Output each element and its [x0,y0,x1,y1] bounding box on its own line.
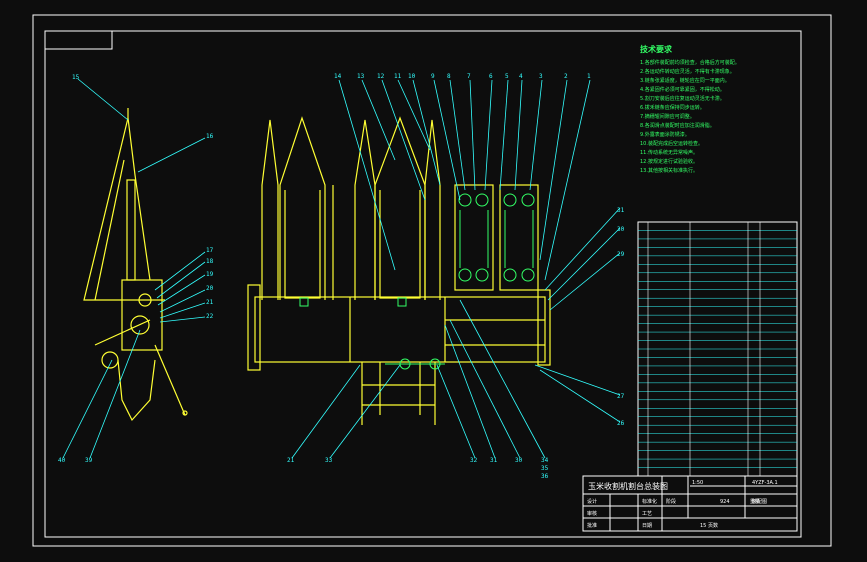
svg-text:33: 33 [325,457,333,464]
tech-req-1: 1.各部件装配前均须检查，合格后方可装配。 [640,59,740,66]
svg-text:4: 4 [519,73,523,80]
title-block [582,475,798,532]
tech-req-list: 1.各部件装配前均须检查，合格后方可装配。 2.各运动件转动应灵活，不得有卡滞现… [640,59,740,174]
drawing-number: 4YZF-3A.1 [752,480,778,486]
tech-req-11: 11.传动系统无异常噪声。 [640,149,698,156]
svg-text:2: 2 [564,73,568,80]
svg-text:21: 21 [287,457,295,464]
side-view [83,108,188,422]
material-label: 装配图 [752,498,767,505]
tech-req-13: 13.其他按相关标准执行。 [640,167,698,174]
tech-req-12: 12.按规定进行试验验收。 [640,158,698,165]
tech-req-7: 7.摘穗辊间隙应可调整。 [640,113,695,120]
svg-text:12: 12 [377,73,385,80]
svg-text:21: 21 [206,299,214,306]
svg-text:6: 6 [489,73,493,80]
gear-details [299,193,535,370]
svg-text:35: 35 [541,465,549,472]
svg-text:34: 34 [541,457,549,464]
svg-text:36: 36 [541,473,549,480]
tech-req-5: 5.割刀安装后应往复运动灵活无卡滞。 [640,95,725,102]
svg-text:26: 26 [617,420,625,427]
svg-text:31: 31 [490,457,498,464]
svg-text:40: 40 [58,457,66,464]
front-view [247,116,551,425]
svg-text:工艺: 工艺 [642,511,652,517]
svg-text:27: 27 [617,393,625,400]
svg-text:30: 30 [515,457,523,464]
svg-text:18: 18 [206,258,214,265]
svg-text:32: 32 [470,457,478,464]
svg-text:标准化: 标准化 [642,498,657,505]
svg-text:重量: 重量 [750,498,760,505]
svg-text:设计: 设计 [587,498,597,505]
svg-text:日期: 日期 [642,523,652,529]
tech-req-6: 6.拨禾链条应保持同步运转。 [640,104,705,111]
svg-text:审核: 审核 [587,510,597,517]
svg-text:19: 19 [206,271,214,278]
svg-text:924: 924 [720,499,730,505]
sheet-border-outer [32,14,832,547]
drawing-scale: 1:50 [692,480,703,486]
svg-text:11: 11 [394,73,402,80]
tech-req-title: 技术要求 [640,44,673,54]
svg-text:20: 20 [206,285,214,292]
tech-req-8: 8.各润滑点装配时应加注润滑脂。 [640,122,715,129]
svg-text:1: 1 [587,73,591,80]
title-block-cells: 设计 标准化 阶段 924 重量 审核 工艺 批准 日期 15 页数 装配图 [587,498,767,529]
tech-req-10: 10.装配完成后空运转检查。 [640,140,703,147]
drawing-title: 玉米收割机割台总装图 [588,481,668,491]
svg-text:批准: 批准 [587,522,597,529]
svg-text:16: 16 [206,133,214,140]
svg-text:7: 7 [467,73,471,80]
code-box [44,30,113,50]
tech-req-3: 3.链条张紧适度，链轮应在同一平面内。 [640,77,730,84]
svg-text:8: 8 [447,73,451,80]
side-balloon-labels: 15 16 17 18 19 20 21 22 40 39 [58,74,214,464]
svg-text:22: 22 [206,313,214,320]
svg-text:29: 29 [617,251,625,258]
svg-text:阶段: 阶段 [666,498,676,505]
parts-list-table [637,221,798,477]
tech-req-9: 9.外露表面涂防锈漆。 [640,131,690,138]
svg-text:5: 5 [505,73,509,80]
svg-text:30: 30 [617,226,625,233]
svg-text:39: 39 [85,457,93,464]
svg-text:14: 14 [334,73,342,80]
tech-req-2: 2.各运动件转动应灵活，不得有卡滞现象。 [640,68,735,75]
svg-text:31: 31 [617,207,625,214]
svg-text:15: 15 [72,74,80,81]
svg-text:9: 9 [431,73,435,80]
side-leaders [62,78,206,459]
svg-text:3: 3 [539,73,543,80]
svg-text:10: 10 [408,73,416,80]
svg-text:13: 13 [357,73,365,80]
sheet-note: 15 页数 [700,522,718,529]
front-leaders [291,79,621,459]
tech-req-4: 4.各紧固件必须可靠紧固，不得松动。 [640,86,725,93]
svg-text:17: 17 [206,247,214,254]
sheet-border-inner [44,30,802,538]
